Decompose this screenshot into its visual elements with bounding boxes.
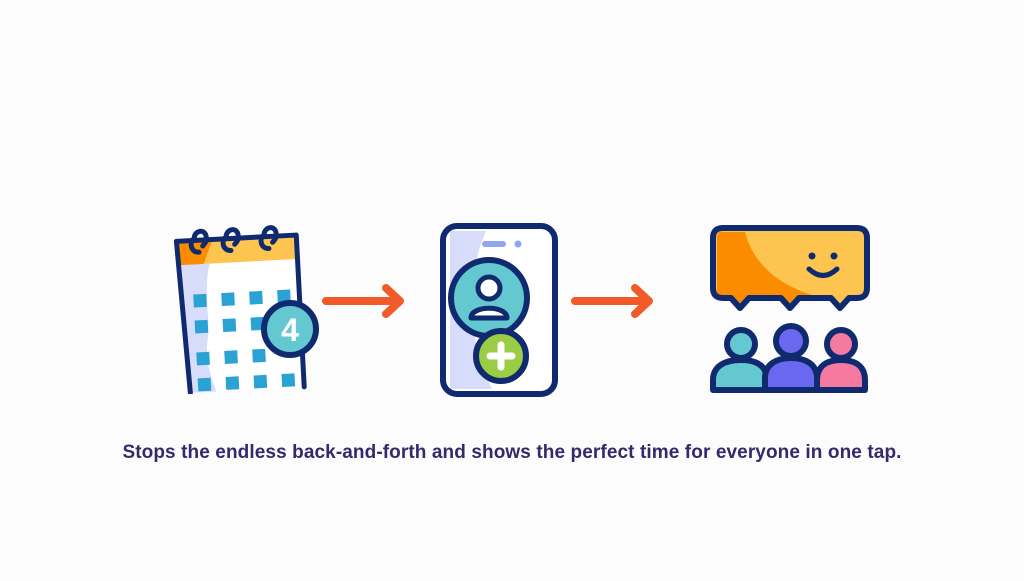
arrow-right-icon bbox=[571, 284, 653, 318]
svg-text:4: 4 bbox=[281, 312, 299, 348]
phone-add-user-icon bbox=[440, 223, 558, 397]
date-badge: 4 bbox=[261, 300, 319, 358]
arrow-right-icon bbox=[322, 284, 404, 318]
calendar-icon: 4 bbox=[173, 225, 319, 394]
feature-caption: Stops the endless back-and-forth and sho… bbox=[122, 442, 902, 463]
group-speech-bubble-icon bbox=[710, 225, 870, 393]
